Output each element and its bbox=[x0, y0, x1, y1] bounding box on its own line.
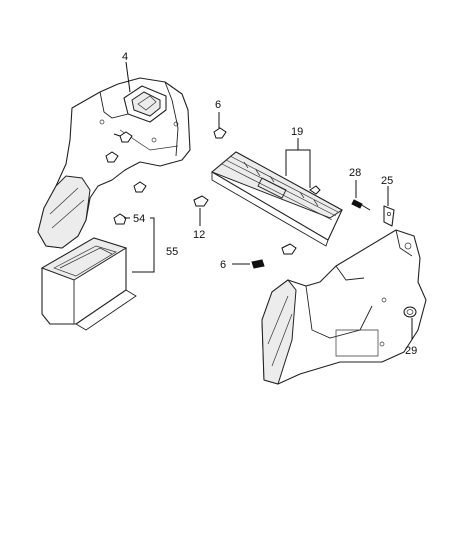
screw-part-6-lower bbox=[251, 259, 265, 269]
storage-box bbox=[40, 237, 137, 331]
callout-54: 54 bbox=[133, 213, 145, 225]
sill-clip bbox=[309, 185, 321, 195]
callout-25: 25 bbox=[381, 175, 393, 187]
left-side-trim-panel bbox=[37, 77, 191, 249]
callout-29: 29 bbox=[405, 345, 417, 357]
panel-clip bbox=[213, 127, 227, 139]
callout-19: 19 bbox=[291, 126, 303, 138]
grommet-part-29 bbox=[403, 306, 417, 318]
trunk-sill-plate bbox=[211, 151, 343, 247]
bolt-part-28 bbox=[351, 199, 371, 211]
bracket-part-25 bbox=[383, 205, 395, 227]
leader-lines bbox=[124, 61, 413, 340]
callout-12: 12 bbox=[193, 229, 205, 241]
storage-tray bbox=[123, 85, 167, 123]
panel-clip bbox=[113, 131, 133, 143]
callout-6: 6 bbox=[220, 259, 226, 271]
callout-28: 28 bbox=[349, 167, 361, 179]
panel-clip bbox=[133, 181, 147, 193]
callout-6: 6 bbox=[215, 99, 221, 111]
clip-part-54 bbox=[113, 213, 127, 225]
screw-part-12 bbox=[193, 195, 209, 207]
panel-clip bbox=[105, 151, 119, 163]
sill-clip bbox=[281, 243, 297, 255]
callout-55: 55 bbox=[166, 246, 178, 258]
right-side-trim-panel bbox=[261, 229, 427, 385]
callout-4: 4 bbox=[122, 51, 128, 63]
